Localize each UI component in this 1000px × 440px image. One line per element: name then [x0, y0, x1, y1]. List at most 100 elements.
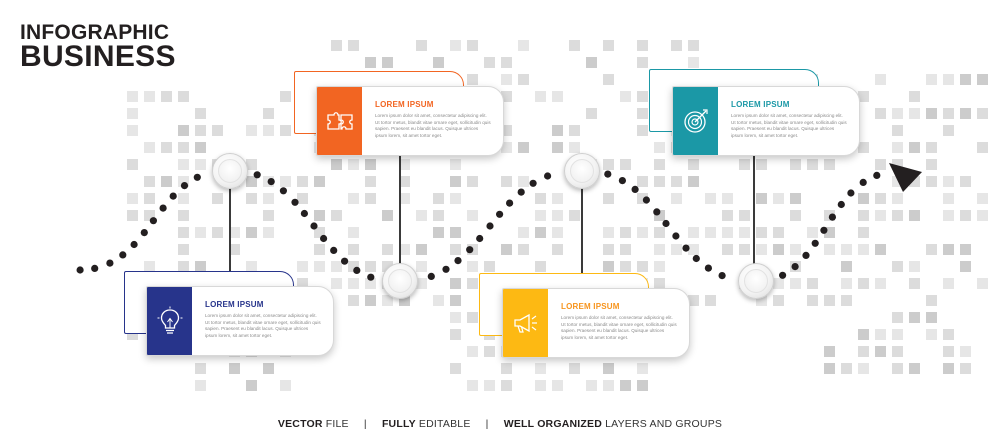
path-dot [367, 273, 375, 281]
map-pixel [416, 278, 427, 289]
path-dot [802, 251, 810, 259]
connector-step-2 [399, 152, 401, 266]
path-dot [653, 208, 661, 216]
map-pixel [144, 193, 155, 204]
path-dot [330, 246, 338, 254]
map-pixel [637, 261, 648, 272]
map-pixel [688, 244, 699, 255]
path-dot [486, 222, 494, 230]
map-pixel [178, 176, 189, 187]
connector-step-4 [753, 152, 755, 266]
path-dot [692, 254, 700, 263]
map-pixel [263, 227, 274, 238]
path-dot [76, 266, 84, 274]
footer-features: VECTOR FILE | FULLY EDITABLE | WELL ORGA… [0, 418, 1000, 430]
map-pixel [348, 244, 359, 255]
map-pixel [637, 380, 648, 391]
map-pixel [654, 244, 665, 255]
map-pixel [399, 193, 410, 204]
map-pixel [195, 380, 206, 391]
path-dots [76, 170, 881, 281]
map-pixel [127, 91, 138, 102]
map-pixel [960, 176, 971, 187]
map-pixel [926, 176, 937, 187]
map-pixel [416, 40, 427, 51]
map-pixel [501, 74, 512, 85]
map-pixel [790, 244, 801, 255]
map-pixel [178, 125, 189, 136]
map-pixel [909, 91, 920, 102]
map-pixel [450, 40, 461, 51]
map-pixel [943, 74, 954, 85]
path-dot [662, 219, 670, 228]
map-pixel [416, 261, 427, 272]
map-pixel [790, 193, 801, 204]
map-pixel [178, 210, 189, 221]
map-pixel [467, 176, 478, 187]
map-pixel [535, 91, 546, 102]
path-dot [820, 226, 828, 234]
path-dot [193, 173, 201, 181]
map-pixel [365, 159, 376, 170]
path-dot [791, 263, 799, 271]
map-pixel [773, 227, 784, 238]
path-dot [847, 189, 855, 197]
map-pixel [926, 74, 937, 85]
map-pixel [926, 329, 937, 340]
map-pixel [569, 210, 580, 221]
map-pixel [858, 227, 869, 238]
map-pixel [671, 176, 682, 187]
map-pixel [450, 278, 461, 289]
map-pixel [586, 57, 597, 68]
map-pixel [841, 278, 852, 289]
map-pixel [365, 57, 376, 68]
map-pixel [977, 210, 988, 221]
map-pixel [705, 193, 716, 204]
map-pixel [603, 244, 614, 255]
map-pixel [535, 193, 546, 204]
map-pixel [637, 91, 648, 102]
map-pixel [790, 210, 801, 221]
map-pixel [943, 125, 954, 136]
step-4-card: LOREM IPSUM Lorem ipsum dolor sit amet, … [672, 86, 860, 156]
path-dot [811, 239, 819, 247]
map-pixel [552, 380, 563, 391]
path-dot [91, 264, 99, 272]
step-4-title: LOREM IPSUM [731, 100, 790, 109]
map-pixel [586, 380, 597, 391]
map-pixel [127, 159, 138, 170]
map-pixel [280, 91, 291, 102]
map-pixel [637, 108, 648, 119]
path-dot [631, 185, 639, 193]
map-pixel [535, 227, 546, 238]
map-pixel [841, 244, 852, 255]
map-pixel [926, 108, 937, 119]
map-pixel [875, 159, 886, 170]
map-pixel [450, 159, 461, 170]
map-pixel [348, 278, 359, 289]
map-pixel [688, 57, 699, 68]
map-pixel [518, 40, 529, 51]
path-arrowhead [889, 163, 922, 192]
map-pixel [892, 142, 903, 153]
map-pixel [773, 278, 784, 289]
map-pixel [875, 346, 886, 357]
step-1-text: Lorem ipsum dolor sit amet, consectetur … [205, 313, 321, 338]
map-pixel [178, 261, 189, 272]
map-pixel [450, 363, 461, 374]
map-pixel [688, 40, 699, 51]
timeline-node-3 [564, 153, 600, 189]
footer-separator-1: | [363, 418, 367, 430]
map-pixel [841, 295, 852, 306]
map-pixel [960, 261, 971, 272]
map-pixel [603, 363, 614, 374]
step-2-title: LOREM IPSUM [375, 100, 434, 109]
map-pixel [144, 210, 155, 221]
map-pixel [365, 176, 376, 187]
path-dot [604, 170, 612, 178]
map-pixel [348, 295, 359, 306]
map-pixel [892, 346, 903, 357]
map-pixel [212, 227, 223, 238]
map-pixel [977, 278, 988, 289]
